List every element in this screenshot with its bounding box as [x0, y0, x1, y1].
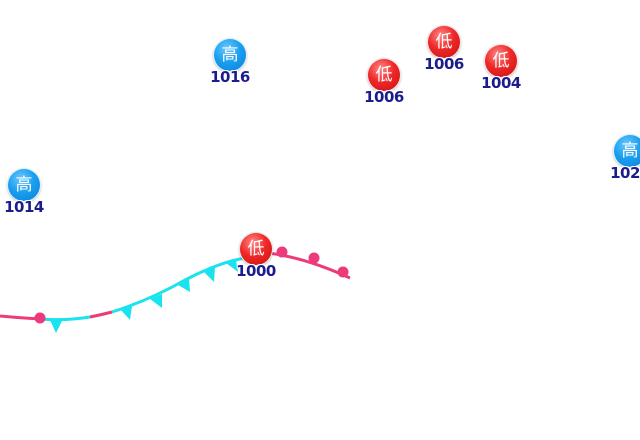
- low-pressure-symbol: 低: [367, 58, 401, 92]
- low-pressure-center: 低 1000: [226, 232, 286, 280]
- pressure-value: 1024: [610, 164, 640, 182]
- cold-front-spike: [204, 267, 215, 282]
- front-bump: [34, 312, 46, 324]
- cold-front-spike: [226, 260, 238, 272]
- low-pressure-symbol: 低: [239, 232, 273, 266]
- cold-front-line: [111, 256, 246, 314]
- warm-front-bump: [337, 266, 349, 278]
- warm-front-bump: [276, 246, 288, 258]
- pressure-value: 1006: [364, 88, 404, 106]
- low-pressure-center: 低 1006: [414, 25, 474, 73]
- front-line-west-pink: [89, 310, 113, 319]
- low-pressure-center: 低 1004: [471, 44, 531, 92]
- front-line-west-cyan: [39, 315, 91, 322]
- pressure-value: 1006: [424, 55, 464, 73]
- cold-front-spike: [178, 278, 190, 292]
- high-pressure-symbol: 高: [613, 134, 640, 168]
- cold-front-spike: [150, 294, 162, 308]
- warm-front-bump: [308, 252, 320, 264]
- front-spike: [50, 320, 62, 333]
- low-pressure-symbol: 低: [484, 44, 518, 78]
- high-pressure-center: 高 1014: [0, 168, 54, 216]
- pressure-value: 1016: [210, 68, 250, 86]
- low-pressure-symbol: 低: [427, 25, 461, 59]
- pressure-value: 1004: [481, 74, 521, 92]
- high-pressure-center: 高 1016: [200, 38, 260, 86]
- front-line-west-pink: [0, 314, 41, 321]
- cold-front-spike: [120, 306, 132, 320]
- pressure-value: 1000: [236, 262, 276, 280]
- high-pressure-center: 高 1024: [600, 134, 640, 182]
- high-pressure-symbol: 高: [7, 168, 41, 202]
- pressure-value: 1014: [4, 198, 44, 216]
- high-pressure-symbol: 高: [213, 38, 247, 72]
- low-pressure-center: 低 1006: [354, 58, 414, 106]
